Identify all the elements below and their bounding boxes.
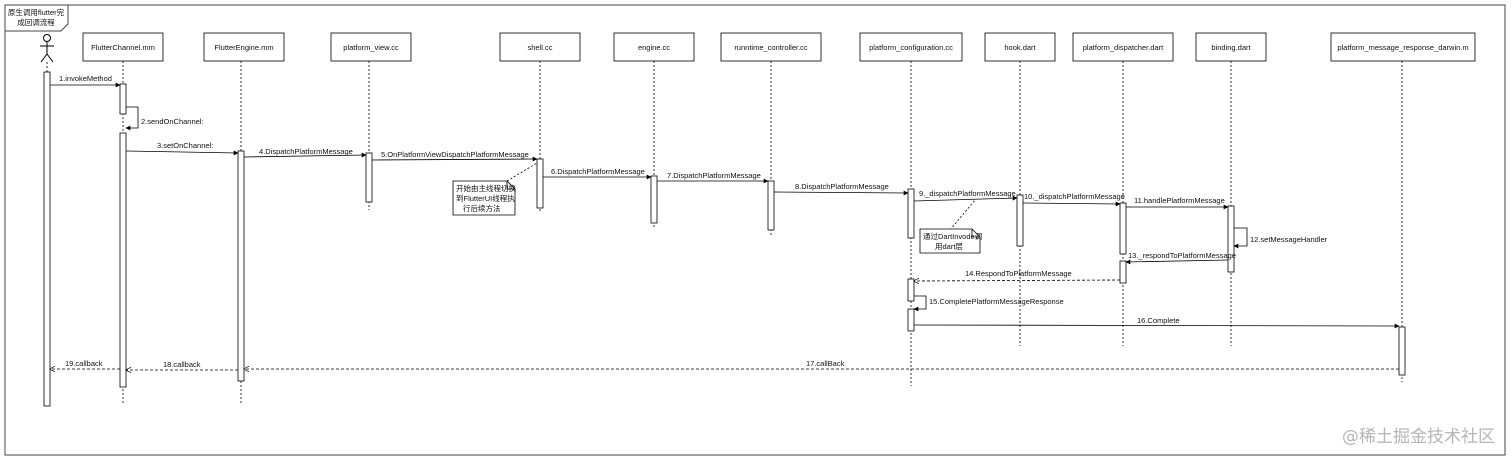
message-label: 17.callBack xyxy=(806,359,845,368)
message-label: 12.setMessageHandler xyxy=(1250,235,1328,244)
participant-box-shell xyxy=(499,32,581,62)
note-line: 开始由主线程切换 xyxy=(456,183,516,193)
participant-label-runtime-controller: runntime_controller.cc xyxy=(734,43,808,52)
message-label: 15.CompletePlatformMessageResponse xyxy=(929,297,1064,306)
activation-bar xyxy=(1227,205,1235,273)
participant-label-flutterengine: FlutterEngine.mm xyxy=(214,43,273,52)
participant-label-engine: engine.cc xyxy=(638,43,670,52)
participant-box-platform-dispatcher xyxy=(1072,32,1174,62)
message-arrow xyxy=(125,150,239,156)
message-label: 19.callback xyxy=(65,359,103,368)
participant-box-hook-dart xyxy=(984,32,1056,62)
message-label: 11.handlePlatformMessage xyxy=(1134,196,1225,205)
message-arrow xyxy=(243,152,367,158)
note-thread-switch: 开始由主线程切换 到FlutterUI线程执 行后续方法 xyxy=(452,162,538,216)
message-label: 16.Complete xyxy=(1137,316,1180,325)
message-arrow xyxy=(773,190,909,196)
message-label: 18.callback xyxy=(163,360,201,369)
message-arrow xyxy=(371,156,538,162)
message-arrow xyxy=(913,295,927,312)
activation-bar xyxy=(1398,326,1406,376)
message-label: 6.DispatchPlatformMessage xyxy=(551,167,645,176)
message-arrow xyxy=(1233,227,1248,249)
participant-box-flutterengine xyxy=(203,32,285,62)
message-label: 10._dispatchPlatformMessage xyxy=(1024,192,1125,201)
message-label: 5.OnPlatformViewDispatchPlatformMessage xyxy=(381,150,529,159)
activation-bar xyxy=(536,158,544,209)
participant-boxes: FlutterChannel.mm FlutterEngine.mm platf… xyxy=(82,32,1476,62)
message-arrow xyxy=(913,323,1400,329)
message-arrow xyxy=(125,106,139,131)
message-arrow xyxy=(914,280,1121,281)
activation-bar xyxy=(907,308,915,332)
message-labels: 1.invokeMethod 2.sendOnChannel: 3.setOnC… xyxy=(59,74,1328,369)
participant-label-platform-view: platform_view.cc xyxy=(343,43,399,52)
note-line: 行后续方法 xyxy=(463,203,501,213)
message-label: 7.DispatchPlatformMessage xyxy=(667,171,761,180)
participant-label-shell: shell.cc xyxy=(527,43,552,52)
participant-label-flutterchannel: FlutterChannel.mm xyxy=(91,43,155,52)
participant-box-flutterchannel xyxy=(82,32,164,62)
activation-bar xyxy=(907,278,915,302)
actor-stick-figure-icon xyxy=(40,34,54,63)
participant-box-engine xyxy=(613,32,695,62)
participant-box-runtime-controller xyxy=(720,32,822,62)
participant-box-binding-dart xyxy=(1195,32,1267,62)
message-label: 2.sendOnChannel: xyxy=(141,117,204,126)
note-line: 通过DartInvode调 xyxy=(923,231,982,241)
note-dart-invoke: 通过DartInvode调 用dart层 xyxy=(919,199,982,254)
activation-bar xyxy=(119,83,127,115)
activation-bar xyxy=(365,152,373,203)
message-arrow xyxy=(1125,259,1229,265)
message-label: 1.invokeMethod xyxy=(59,74,112,83)
activation-bar xyxy=(1119,202,1127,255)
activation-bar xyxy=(907,188,915,239)
frame-title-line-2: 成回调流程 xyxy=(17,17,55,27)
frame-title-line-1: 原生调用flutter完 xyxy=(8,7,65,17)
lifelines xyxy=(46,61,1403,406)
activation-bar xyxy=(767,180,775,231)
note-line: 到FlutterUI线程执 xyxy=(456,193,515,203)
activation-bar xyxy=(1119,260,1127,284)
participant-box-platform-configuration xyxy=(859,32,963,62)
participant-label-binding-dart: binding.dart xyxy=(1211,43,1251,52)
participant-label-platform-configuration: platform_configuration.cc xyxy=(869,43,953,52)
message-label: 3.setOnChannel: xyxy=(157,141,213,150)
participant-label-platform-message-response: platform_message_response_darwin.m xyxy=(1337,43,1468,52)
activation-bar xyxy=(119,132,127,388)
activation-bar xyxy=(43,71,51,407)
message-arrow xyxy=(913,195,1018,202)
message-label: 13._respondToPlatformMessage xyxy=(1128,251,1236,260)
watermark-text: @稀土掘金技术社区 xyxy=(1342,427,1495,447)
diagram-frame xyxy=(4,4,1506,456)
activation-bar xyxy=(1016,194,1024,247)
activation-bar xyxy=(650,175,658,224)
note-line: 用dart层 xyxy=(935,242,963,251)
activation-bar xyxy=(237,150,245,382)
message-label: 9._dispatchPlatformMessage xyxy=(919,189,1016,198)
participant-label-platform-dispatcher: platform_dispatcher.dart xyxy=(1083,43,1164,52)
activation-bars xyxy=(43,71,1406,407)
participant-label-hook-dart: hook.dart xyxy=(1004,43,1036,52)
participant-box-platform-message-response xyxy=(1330,32,1476,62)
message-label: 4.DispatchPlatformMessage xyxy=(259,147,353,156)
message-arrow xyxy=(1022,201,1121,207)
frame-title-tab xyxy=(4,4,69,32)
message-label: 8.DispatchPlatformMessage xyxy=(795,182,889,191)
participant-box-platform-view xyxy=(330,32,412,62)
messages xyxy=(50,82,1400,370)
message-label: 14.RespondToPlatformMessage xyxy=(965,269,1072,278)
